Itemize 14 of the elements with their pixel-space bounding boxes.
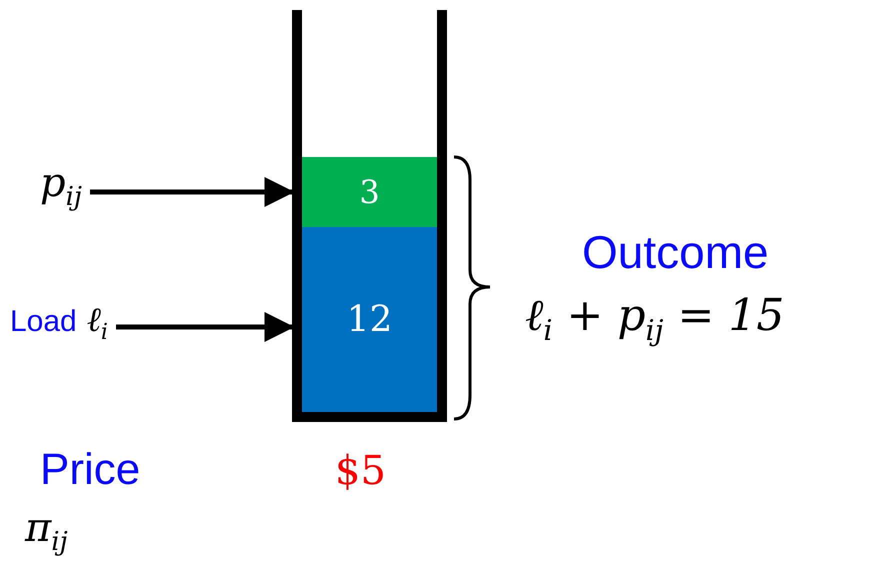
arrow — [90, 177, 294, 207]
stacked-block — [302, 157, 437, 227]
formula: ℓ$_{i}$ + p$_{ij}$ = 15 — [525, 290, 784, 347]
price-label: Price — [40, 445, 140, 495]
arrow — [116, 312, 294, 342]
load-label: Load — [10, 305, 77, 339]
price-value: $5 — [335, 448, 386, 494]
math-symbol: π$_{ij}$ — [25, 505, 68, 557]
math-symbol: ℓ$_{i}$ — [86, 300, 108, 345]
block-value: 12 — [346, 299, 392, 340]
stacked-block — [302, 227, 437, 412]
outcome-label: Outcome — [582, 225, 769, 279]
math-symbol: p$_{ij}$ — [40, 160, 82, 212]
block-value: 3 — [359, 173, 380, 211]
